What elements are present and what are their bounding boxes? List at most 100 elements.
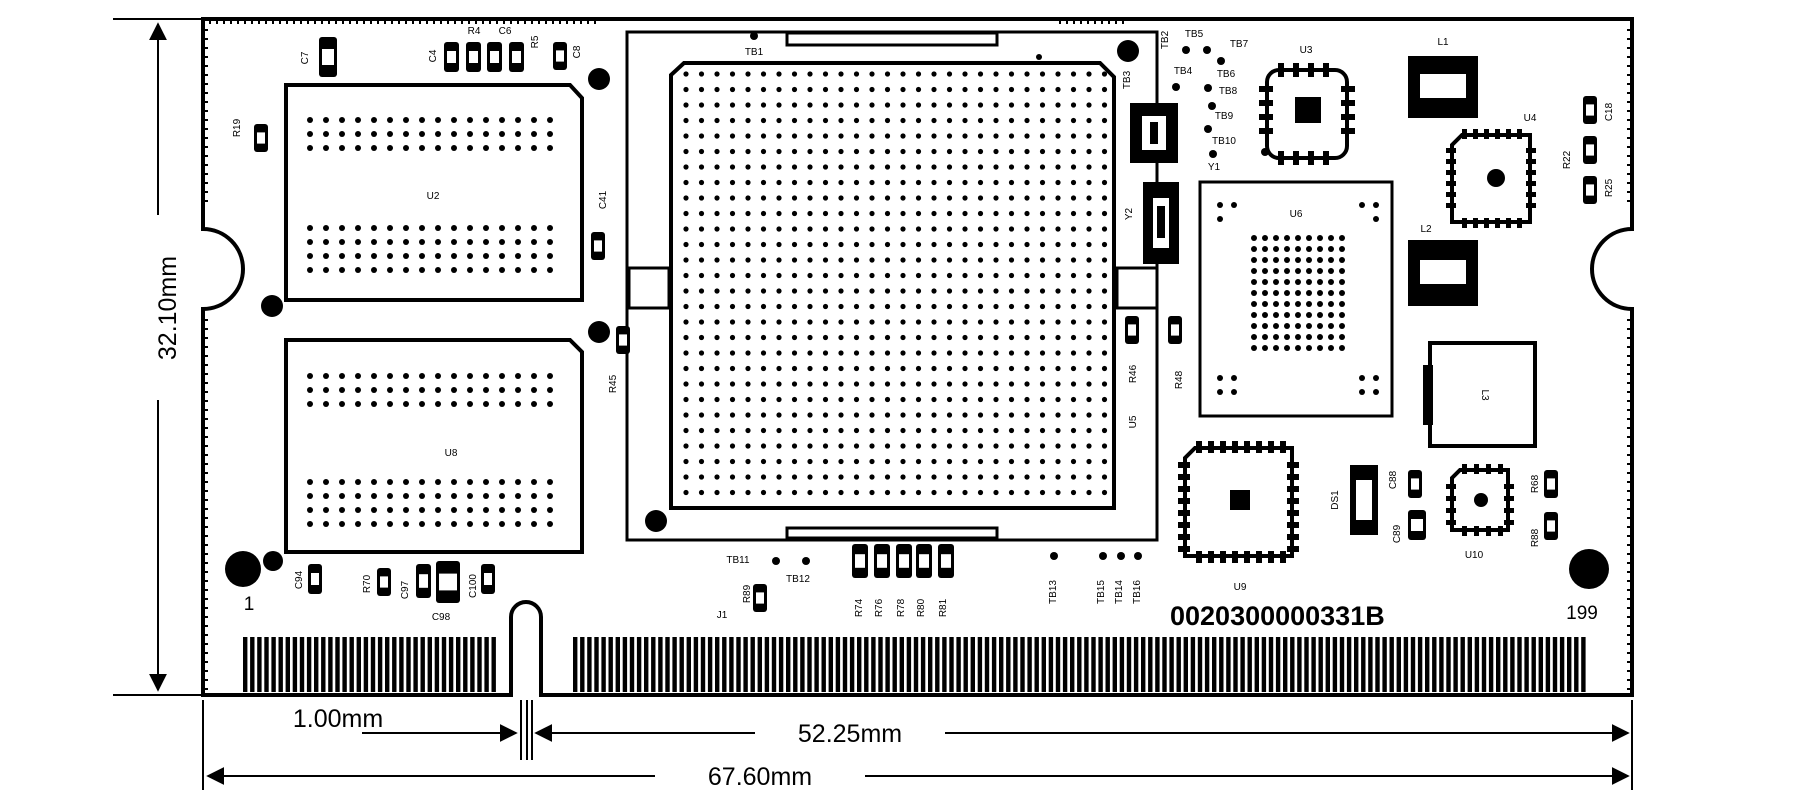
ball-pad xyxy=(499,479,505,485)
ball-pad xyxy=(1251,301,1257,307)
ball-pad xyxy=(355,239,361,245)
ball-pad xyxy=(869,474,875,480)
ball-pad xyxy=(946,71,953,77)
ball-pad xyxy=(900,474,906,480)
ball-pad xyxy=(931,458,937,465)
connector-finger xyxy=(434,637,440,692)
ball-pad xyxy=(1008,226,1015,232)
ball-pad xyxy=(931,210,937,217)
ball-pad xyxy=(791,350,798,356)
ball-pad xyxy=(1101,117,1108,124)
ball-pad xyxy=(900,71,906,77)
pad xyxy=(1287,510,1299,516)
ball-pad xyxy=(515,225,521,231)
connector-finger xyxy=(1318,637,1323,692)
connector-finger xyxy=(1552,637,1558,692)
ball-pad xyxy=(807,133,813,139)
ball-pad xyxy=(915,303,922,310)
ball-pad xyxy=(729,365,736,372)
ball-pad xyxy=(822,412,829,418)
ball-pad xyxy=(387,253,393,259)
ball-pad xyxy=(531,507,537,513)
ball-pad xyxy=(807,117,813,124)
ball-pad xyxy=(729,241,736,248)
ball-pad xyxy=(355,401,361,407)
ball-pad xyxy=(698,241,705,248)
ball-pad xyxy=(760,210,767,217)
ball-pad xyxy=(869,350,875,356)
ball-pad xyxy=(1262,246,1268,252)
ball-pad xyxy=(403,373,409,379)
connector-finger xyxy=(977,637,983,692)
ball-pad xyxy=(1039,86,1046,93)
label-tb9: TB9 xyxy=(1215,111,1234,122)
ball-pad xyxy=(993,319,999,325)
ball-pad xyxy=(822,210,829,217)
ball-pad xyxy=(403,253,409,259)
ball-pad xyxy=(547,131,553,137)
ball-pad xyxy=(1024,164,1030,170)
ball-pad xyxy=(853,210,860,217)
ball-pad xyxy=(419,373,425,379)
ball-pad xyxy=(1055,117,1061,124)
ball-pad xyxy=(451,507,457,513)
ball-pad xyxy=(791,427,798,434)
ball-pad xyxy=(698,179,705,186)
u8-pads xyxy=(307,373,553,527)
pad xyxy=(1196,441,1202,453)
ball-pad xyxy=(776,241,782,248)
ball-pad xyxy=(900,210,906,217)
passive-body xyxy=(877,554,887,568)
connector-finger xyxy=(1070,637,1075,692)
ball-pad xyxy=(1070,443,1077,449)
ball-pad xyxy=(1070,257,1077,263)
ball-pad xyxy=(776,195,782,201)
label-tb11: TB11 xyxy=(726,555,750,566)
ball-pad xyxy=(714,210,720,217)
ball-pad xyxy=(714,365,720,372)
ball-pad xyxy=(1086,117,1092,124)
ball-pad xyxy=(1373,202,1379,208)
pad xyxy=(1323,63,1329,77)
ball-pad xyxy=(1055,272,1061,279)
ball-pad xyxy=(760,334,767,341)
ball-pad xyxy=(403,401,409,407)
ball-pad xyxy=(323,253,329,259)
ball-pad xyxy=(1086,179,1092,186)
ball-pad xyxy=(1295,268,1301,274)
ball-pad xyxy=(1055,148,1061,155)
ball-pad xyxy=(698,365,705,372)
ball-pad xyxy=(1373,216,1379,222)
connector-finger xyxy=(1446,637,1451,692)
ball-pad xyxy=(915,241,922,248)
ball-pad xyxy=(822,396,829,403)
pad xyxy=(1504,496,1514,501)
ball-pad xyxy=(307,145,313,151)
ball-pad xyxy=(915,427,922,434)
passive-body xyxy=(469,51,478,63)
ball-pad xyxy=(1039,210,1046,217)
ball-pad xyxy=(884,133,891,139)
ball-pad xyxy=(1055,412,1061,418)
ball-pad xyxy=(977,381,984,387)
ball-pad xyxy=(931,381,937,387)
connector-finger xyxy=(285,637,290,692)
ball-pad xyxy=(962,396,968,403)
connector-finger xyxy=(1432,637,1437,692)
ball-pad xyxy=(760,303,767,310)
label-y2: Y2 xyxy=(1124,207,1135,220)
ball-pad xyxy=(791,458,798,465)
ball-pad xyxy=(977,117,984,124)
ball-pad xyxy=(483,479,489,485)
connector-finger xyxy=(580,637,585,692)
ball-pad xyxy=(547,267,553,273)
ball-pad xyxy=(1086,334,1092,341)
passive-body xyxy=(380,576,388,588)
ball-pad xyxy=(683,210,689,217)
label-r45: R45 xyxy=(608,374,619,393)
ball-pad xyxy=(499,521,505,527)
ball-pad xyxy=(869,489,875,496)
label-r25: R25 xyxy=(1604,178,1615,197)
ball-pad xyxy=(1070,427,1077,434)
ball-pad xyxy=(1086,241,1092,248)
